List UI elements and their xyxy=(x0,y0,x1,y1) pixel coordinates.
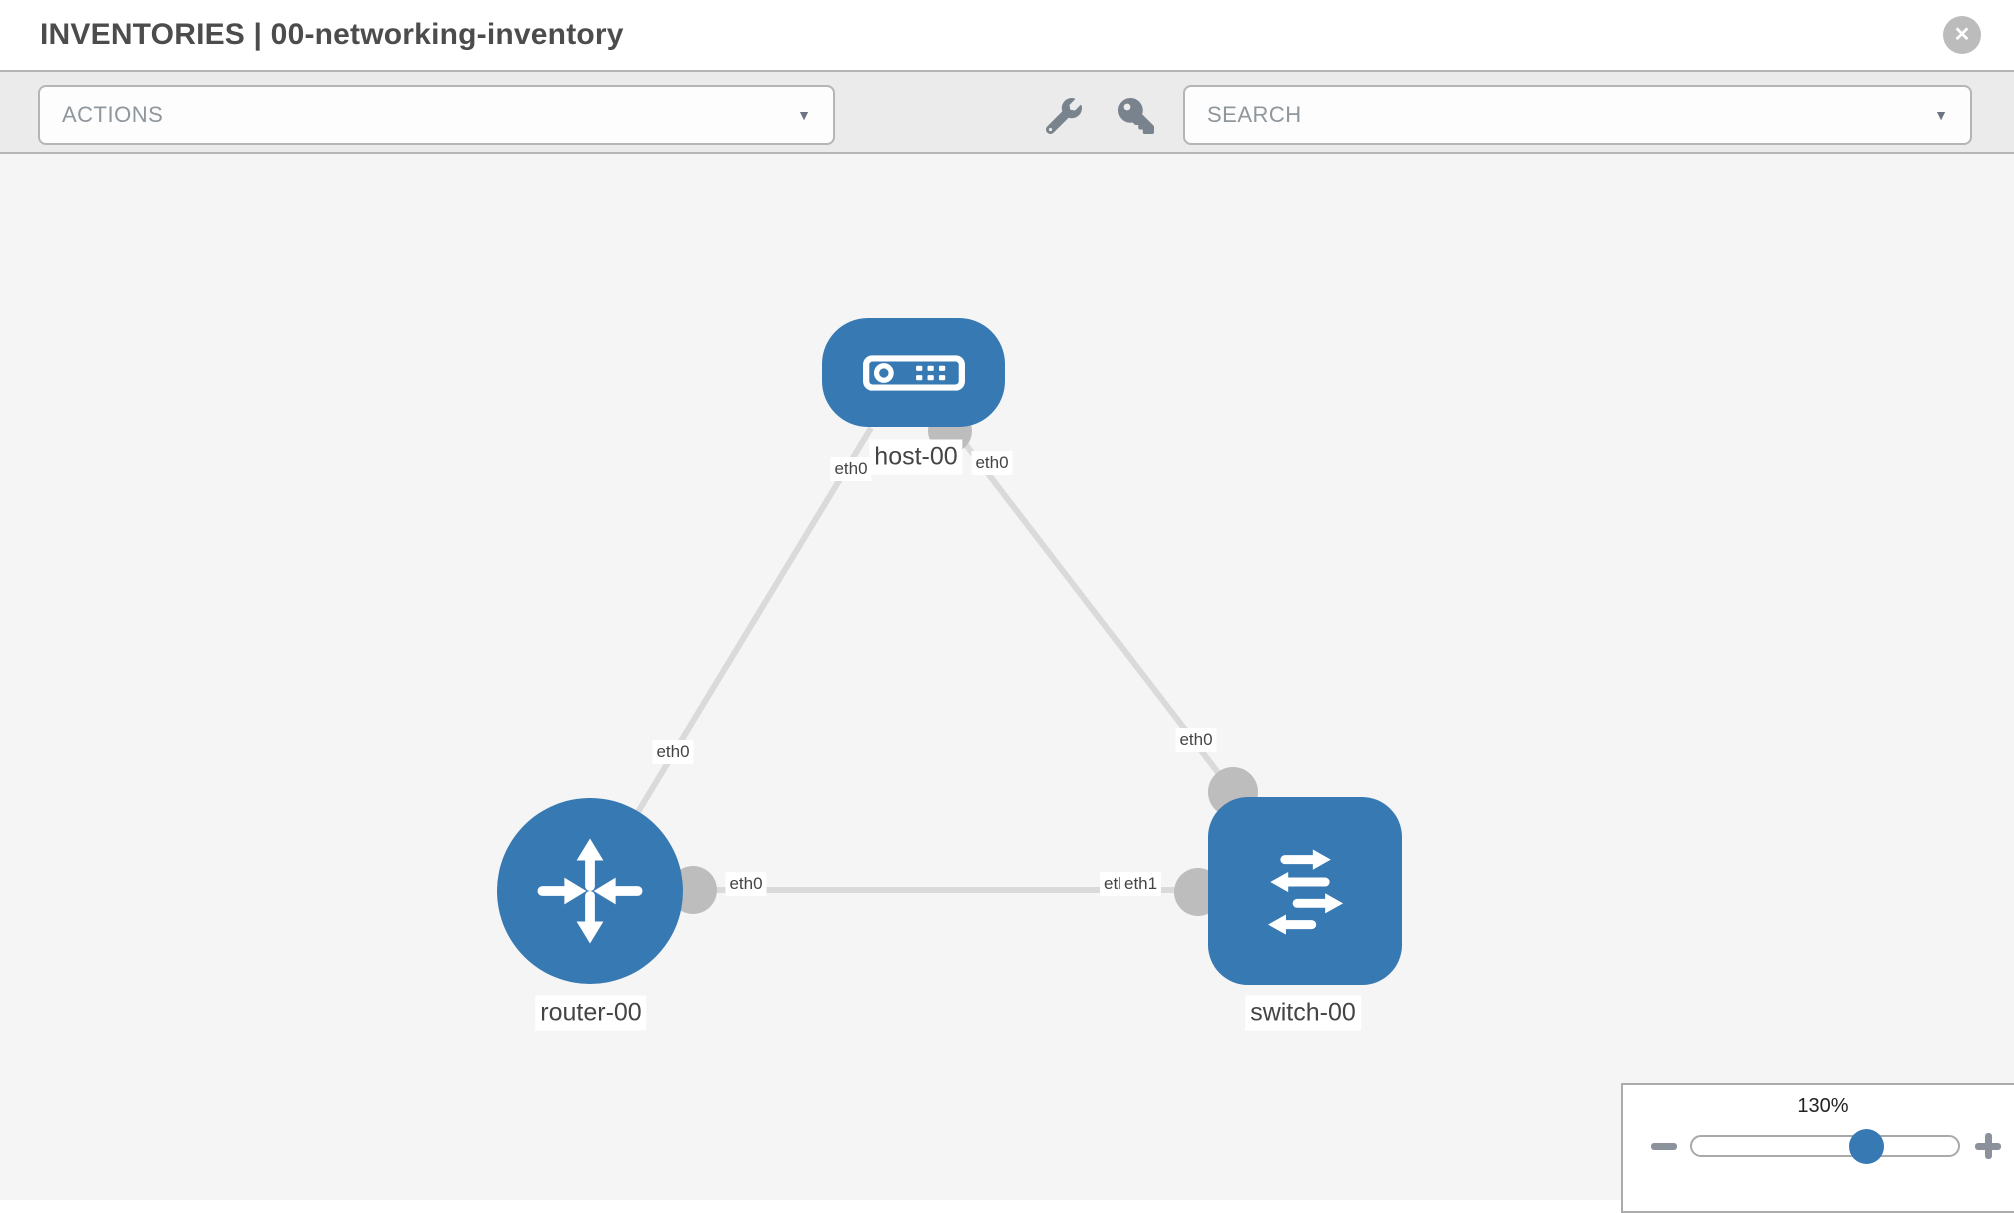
zoom-slider-knob[interactable] xyxy=(1849,1129,1884,1164)
zoom-level-value: 130% xyxy=(1797,1095,1849,1117)
iface-label: eth0 xyxy=(830,457,872,481)
node-label-router: router-00 xyxy=(535,995,647,1031)
key-icon xyxy=(1118,98,1154,134)
iface-label: eth0 xyxy=(652,740,694,764)
switch-arrows-icon xyxy=(1268,849,1344,935)
zoom-in-button[interactable] xyxy=(1975,1133,2001,1159)
minus-icon xyxy=(1651,1143,1677,1150)
wrench-button[interactable] xyxy=(1042,94,1086,138)
iface-label: eth0 xyxy=(725,872,767,896)
node-host[interactable] xyxy=(822,318,1005,427)
page-title: INVENTORIES | 00-networking-inventory xyxy=(40,18,624,51)
chevron-down-icon: ▼ xyxy=(797,107,811,123)
toolbar: ACTIONS ▼ SEARCH ▼ xyxy=(0,72,2014,154)
topology-links-layer xyxy=(587,409,1258,916)
zoom-slider-track[interactable] xyxy=(1690,1135,1960,1157)
search-dropdown[interactable]: SEARCH ▼ xyxy=(1183,85,1972,145)
key-button[interactable] xyxy=(1114,94,1158,138)
wrench-icon xyxy=(1046,98,1082,134)
node-switch[interactable] xyxy=(1208,797,1402,985)
actions-dropdown-label: ACTIONS xyxy=(62,102,164,127)
header: INVENTORIES | 00-networking-inventory ✕ xyxy=(0,0,2014,72)
node-label-host: host-00 xyxy=(869,439,963,475)
iface-label: eth1 xyxy=(1120,872,1162,896)
iface-label: eth0 xyxy=(971,451,1013,475)
iface-label: eth0 xyxy=(1175,728,1217,752)
node-router[interactable] xyxy=(497,798,683,984)
close-icon: ✕ xyxy=(1953,24,1971,46)
host-device-icon xyxy=(862,354,965,391)
plus-icon xyxy=(1985,1133,1992,1159)
topology-canvas[interactable]: eth0 eth0 eth0 eth0 eth0 eth0 eth1 host-… xyxy=(0,154,2014,1213)
router-arrows-icon xyxy=(537,838,643,944)
close-button[interactable]: ✕ xyxy=(1943,16,1981,54)
zoom-out-button[interactable] xyxy=(1651,1133,1677,1159)
node-label-switch: switch-00 xyxy=(1245,995,1361,1031)
chevron-down-icon: ▼ xyxy=(1934,107,1948,123)
actions-dropdown[interactable]: ACTIONS ▼ xyxy=(38,85,835,145)
search-dropdown-label: SEARCH xyxy=(1207,102,1302,127)
zoom-panel: 130% xyxy=(1621,1083,2014,1213)
